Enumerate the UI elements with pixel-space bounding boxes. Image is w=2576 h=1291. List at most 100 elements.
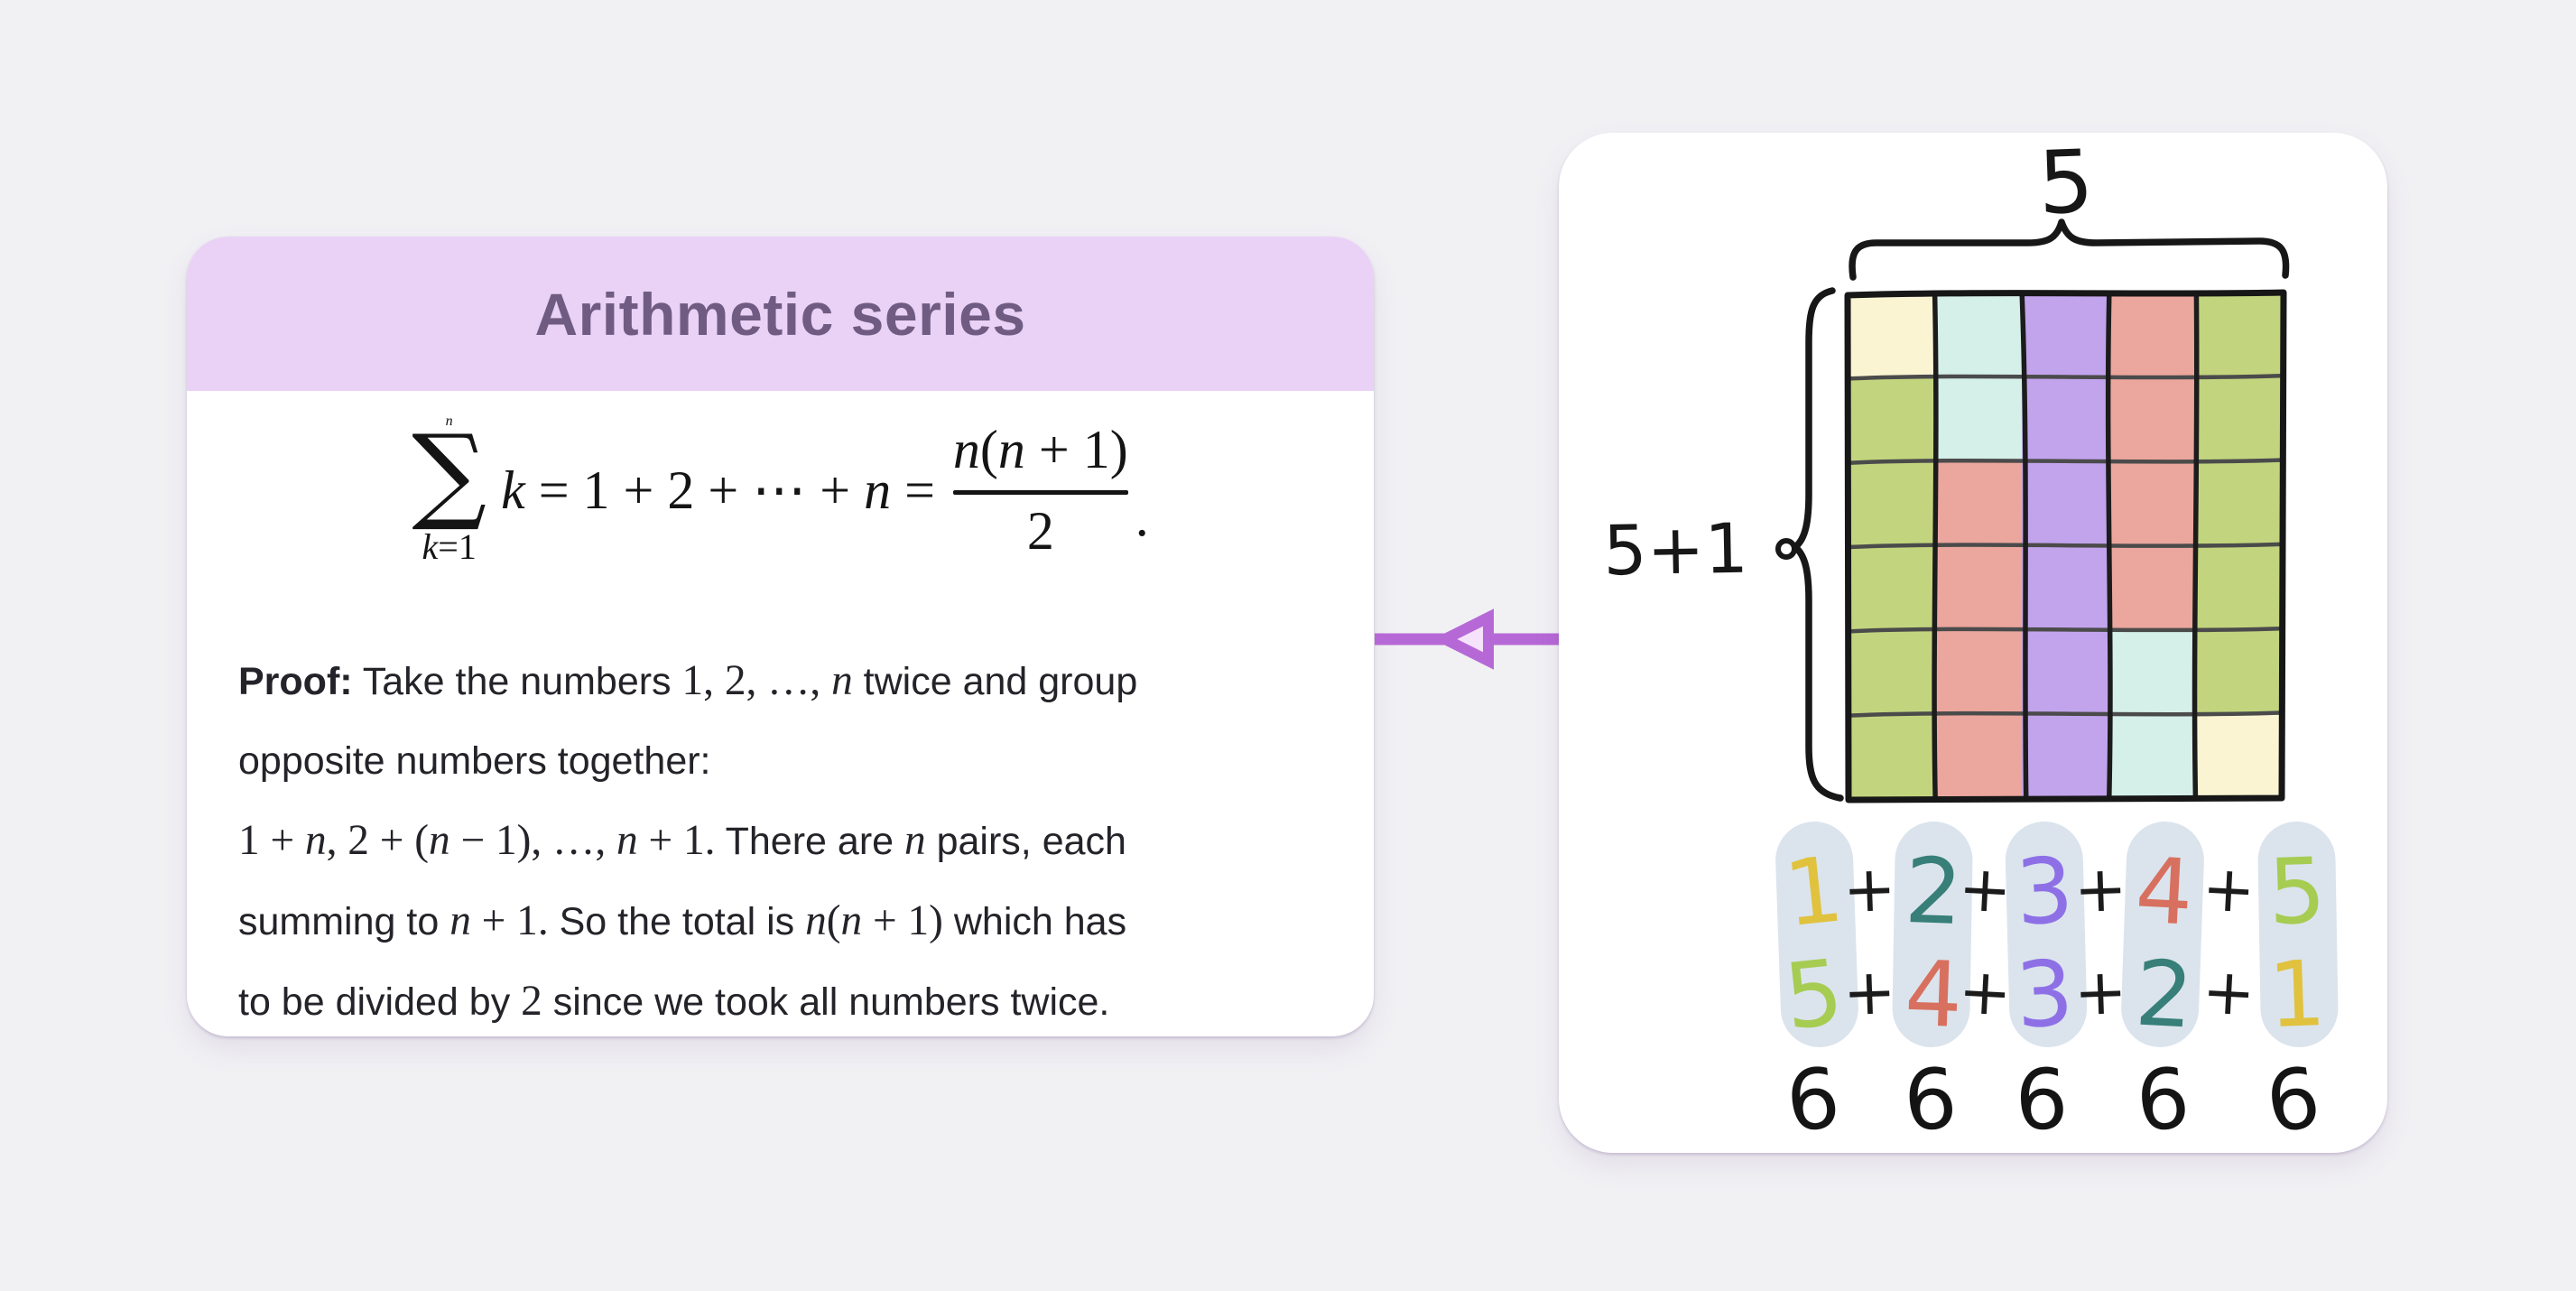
grid-cell-green <box>2196 293 2285 378</box>
sum-digit-bottom: 4 <box>1903 941 1964 1048</box>
text-run: n <box>864 460 892 521</box>
fraction-bar <box>952 490 1128 496</box>
arrow-left-icon <box>1354 569 1589 713</box>
text-run: ( <box>826 897 841 944</box>
side-brace-loop <box>1775 538 1797 560</box>
text-run: n <box>831 657 853 704</box>
text-run: 1, 2, …, <box>681 657 832 704</box>
proof-line: opposite numbers together: <box>238 721 1347 801</box>
text-run: + 1. <box>470 897 549 944</box>
sum-digit-top: 5 <box>2266 838 2328 945</box>
text-run: n <box>952 420 980 480</box>
grid-cell-green <box>2196 544 2285 631</box>
text-run: = <box>891 460 935 521</box>
proof-text: Proof: Take the numbers 1, 2, …, n twice… <box>238 641 1347 1042</box>
plus-sign: + <box>2072 954 2127 1030</box>
column-total: 6 <box>1782 1049 1844 1151</box>
grid-cell-salmon <box>1934 544 2024 631</box>
grid-cell-purple <box>2022 544 2111 631</box>
text-run: k <box>501 460 525 521</box>
text-run: ( <box>979 420 998 480</box>
grid-cell-purple <box>2022 629 2111 715</box>
column-total: 6 <box>2132 1050 2193 1151</box>
pair-highlight <box>2121 822 2204 1047</box>
grid-cell-mint <box>2108 713 2198 800</box>
column-total: 6 <box>2260 1049 2326 1152</box>
series-formula: n ∑ k=1 k = 1 + 2 + ⋯ + n = n(n + 1) 2 . <box>187 413 1374 568</box>
grid-line-horizontal <box>1849 711 2283 718</box>
column-total: 6 <box>1901 1050 1960 1150</box>
text-run: − 1), …, <box>449 817 616 864</box>
grid-cell-mint <box>1934 376 2024 463</box>
text-run: , 2 + ( <box>326 817 430 864</box>
summation-symbol: n ∑ k=1 <box>412 413 486 568</box>
card-header: Arithmetic series <box>187 237 1374 391</box>
proof-line: Proof: Take the numbers 1, 2, …, n twice… <box>238 641 1347 721</box>
plus-sign: + <box>1841 954 1896 1030</box>
text-run: 2 <box>521 978 542 1025</box>
grid-cell-mint <box>2108 629 2198 715</box>
grid-cell-yellow <box>2196 713 2285 800</box>
grid-cell-purple <box>2022 376 2111 463</box>
sum-digit-top: 2 <box>1903 838 1964 945</box>
grid-cell-green <box>1848 376 1937 463</box>
proof-line: to be divided by 2 since we took all num… <box>238 961 1347 1042</box>
text-run: So the total is <box>548 900 806 943</box>
sum-lower-limit: k=1 <box>422 525 477 568</box>
text-run: which has <box>942 900 1127 943</box>
plus-sign: + <box>2072 851 2127 927</box>
grid-border <box>1844 289 2287 803</box>
arrow-head <box>1432 608 1494 670</box>
text-run: n <box>616 817 638 864</box>
sum-digit-top: 1 <box>1780 836 1849 947</box>
text-run: n <box>805 897 827 944</box>
grid-cell-salmon <box>1934 460 2024 547</box>
column-total: 6 <box>2014 1051 2070 1149</box>
text-run: twice and group <box>852 660 1138 703</box>
side-brace <box>1792 287 1844 802</box>
plus-sign: + <box>2201 851 2257 928</box>
sum-digit-bottom: 2 <box>2133 940 2196 1048</box>
text-run: since we took all numbers twice. <box>542 980 1110 1024</box>
top-brace <box>1849 218 2290 281</box>
top-count-label: 5 <box>2036 133 2095 234</box>
formula-middle: k = 1 + 2 + ⋯ + n = <box>501 459 935 522</box>
sum-upper-limit: n <box>445 413 453 429</box>
sum-digit-bottom: 1 <box>2266 941 2328 1048</box>
sum-digit-top: 4 <box>2133 837 2196 945</box>
grid-line-vertical <box>2105 292 2113 799</box>
text-run: opposite numbers together: <box>238 739 711 783</box>
plus-sign: + <box>1841 851 1896 927</box>
text-run: + 1. <box>637 817 716 864</box>
proof-line: 1 + n, 2 + (n − 1), …, n + 1. There are … <box>238 801 1347 881</box>
grid-line-vertical <box>1932 292 1939 799</box>
concept-card: Arithmetic series n ∑ k=1 k = 1 + 2 + ⋯ … <box>187 237 1374 1036</box>
pair-highlight <box>1892 822 1973 1047</box>
grid-line-vertical <box>2019 292 2029 799</box>
sum-digit-top: 3 <box>2013 837 2076 945</box>
grid-cell-purple <box>2022 713 2111 800</box>
pair-highlight <box>2257 822 2339 1047</box>
grid-cell-purple <box>2022 293 2111 378</box>
grid-cell-salmon <box>1934 713 2024 800</box>
grid-cell-mint <box>1934 293 2024 378</box>
sum-digit-bottom: 5 <box>1780 939 1849 1050</box>
card-title: Arithmetic series <box>534 280 1026 348</box>
grid-cell-green <box>1848 460 1937 547</box>
fraction-numerator: n(n + 1) <box>953 418 1128 481</box>
text-run: k <box>422 525 439 567</box>
grid-cell-salmon <box>2108 544 2198 631</box>
grid-line-vertical <box>2191 292 2200 799</box>
text-run: n <box>304 817 327 864</box>
text-run: =1 <box>438 525 477 567</box>
text-run: = 1 + 2 + ⋯ + <box>524 460 865 521</box>
grid-cell-green <box>2196 629 2285 715</box>
plus-sign: + <box>2201 954 2257 1031</box>
text-run: Proof: <box>238 660 353 703</box>
text-run: n <box>429 817 450 864</box>
grid-cell-salmon <box>2108 293 2198 378</box>
side-count-label: 5+1 <box>1603 508 1749 591</box>
text-run: + 1) <box>862 897 943 944</box>
